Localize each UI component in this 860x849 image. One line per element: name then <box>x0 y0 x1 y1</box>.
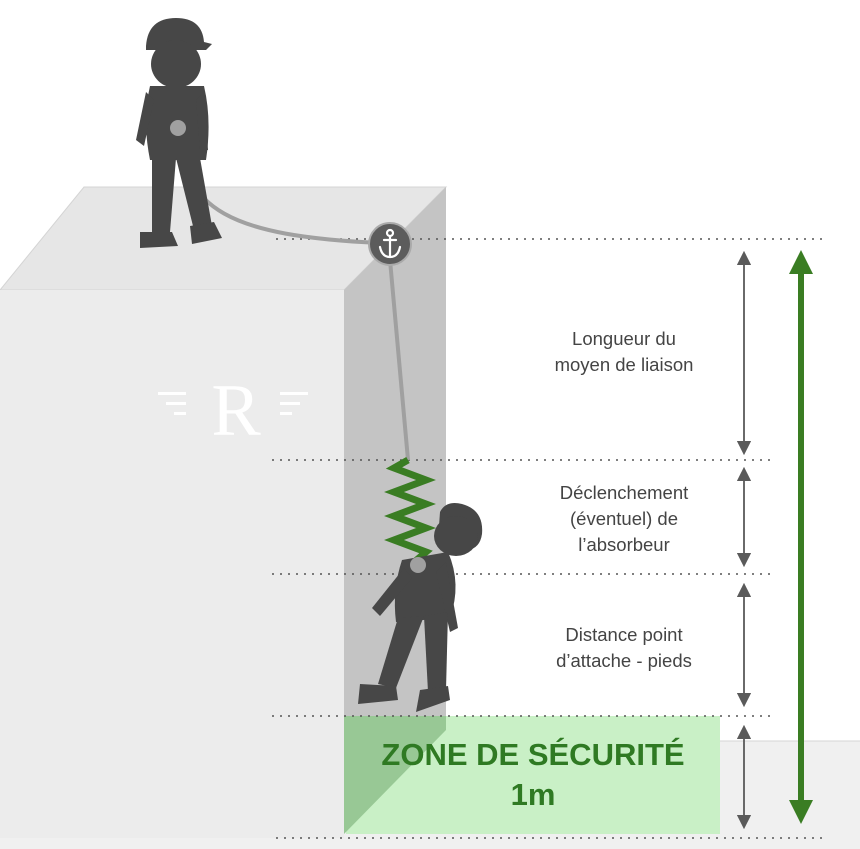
attachment-point-suspended <box>410 557 426 573</box>
shock-absorber-spring <box>384 456 436 567</box>
worker-suspended <box>358 503 483 712</box>
attachment-point-standing <box>170 120 186 136</box>
safety-zone-distance: 1m <box>510 777 556 812</box>
label-absorber-line1: Déclenchement <box>559 482 689 503</box>
label-attach-line2: d’attache - pieds <box>556 650 692 671</box>
label-absorber-line2: (éventuel) de <box>570 508 678 529</box>
logo: R <box>158 370 308 452</box>
label-lanyard-length: Longueur du moyen de liaison <box>524 326 724 378</box>
block-front <box>0 290 344 838</box>
safety-zone-label: ZONE DE SÉCURITÉ 1m <box>346 735 720 815</box>
anchor-icon <box>368 222 412 266</box>
label-attachment-distance: Distance point d’attache - pieds <box>524 622 724 674</box>
label-lanyard-line1: Longueur du <box>572 328 676 349</box>
safety-zone-title: ZONE DE SÉCURITÉ <box>381 737 685 772</box>
worker-standing <box>136 18 222 248</box>
label-absorber-deployment: Déclenchement (éventuel) de l’absorbeur <box>524 480 724 558</box>
lanyard-rope-vertical <box>388 259 410 461</box>
safety-zone-side-shade <box>344 716 446 834</box>
label-attach-line1: Distance point <box>565 624 683 645</box>
label-lanyard-line2: moyen de liaison <box>554 354 694 375</box>
label-absorber-line3: l’absorbeur <box>578 534 670 555</box>
logo-letter: R <box>211 370 261 452</box>
